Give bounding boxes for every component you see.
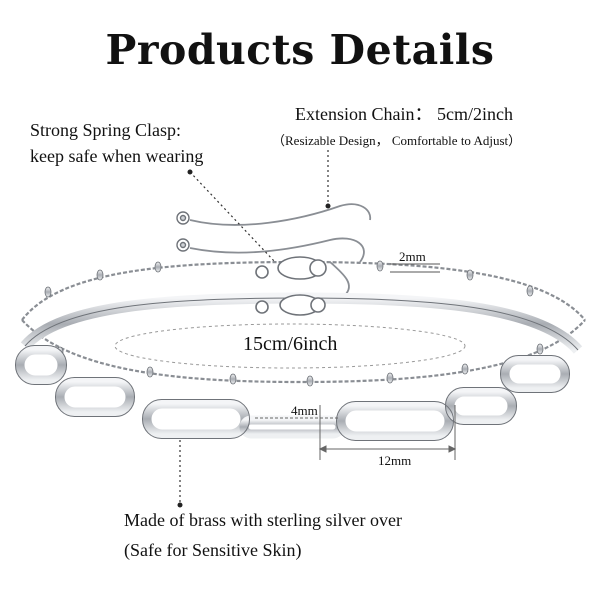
material-label: Made of brass with sterling silver over <box>124 510 402 530</box>
page-title: Products Details <box>105 26 495 74</box>
link-width-label: 4mm <box>291 403 318 418</box>
length-guide-ellipse <box>114 323 466 369</box>
thin-chain-width-marker <box>390 263 440 273</box>
clasp-note: keep safe when wearing <box>30 146 204 166</box>
paperclip-links <box>15 345 570 441</box>
leader-dots <box>177 169 331 508</box>
clasp-label: Strong Spring Clasp: <box>30 120 182 140</box>
paperclip-links-outline <box>15 345 570 441</box>
length-label: 15cm/6inch <box>243 333 338 355</box>
spring-clasp <box>255 256 327 316</box>
material-note: (Safe for Sensitive Skin) <box>124 540 302 560</box>
chain-width-label: 2mm <box>399 249 426 264</box>
leader-lines <box>179 150 329 505</box>
extension-chain <box>189 203 372 296</box>
extension-chain-note: （Resizable Design， Comfortable to Adjust… <box>272 133 522 148</box>
extension-charms <box>176 211 190 252</box>
link-length-label: 12mm <box>378 453 412 468</box>
satellite-chain <box>21 260 586 384</box>
link-dimension-lines <box>255 405 457 460</box>
extension-chain-label: Extension Chain： 5cm/2inch <box>295 104 513 124</box>
